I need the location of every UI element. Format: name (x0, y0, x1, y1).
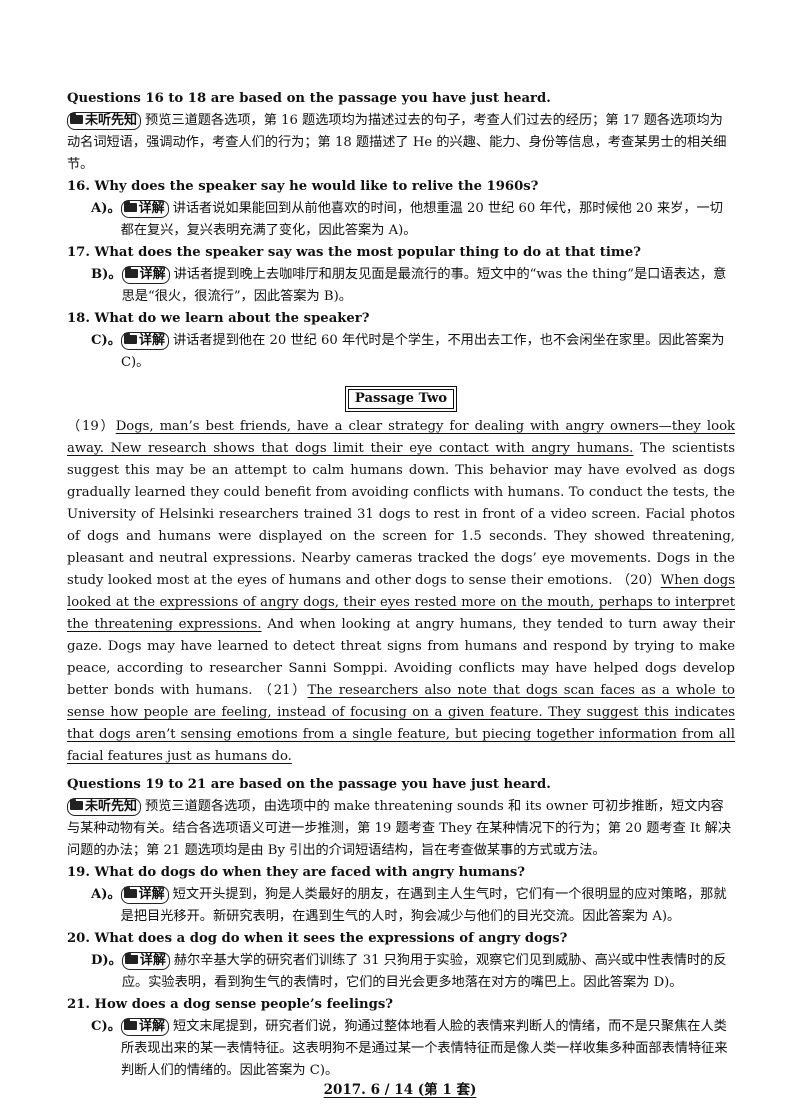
section-heading-19-21: Questions 19 to 21 are based on the pass… (67, 777, 551, 792)
document-page: Questions 16 to 18 are based on the pass… (67, 84, 735, 1082)
question-text: 17. What does the speaker say was the mo… (67, 245, 641, 260)
preview-paragraph-16-18: 未听先知预览三道题各选项，第 16 题选项均为描述过去的句子，考查人们过去的经历… (67, 112, 727, 172)
answer-letter: A)。 (91, 887, 121, 902)
preview-paragraph-19-21: 未听先知预览三道题各选项，由选项中的 make threatening soun… (67, 798, 732, 858)
answer-letter: C)。 (91, 1019, 121, 1034)
folder-icon (123, 1019, 137, 1030)
question-text: 21. How does a dog sense people’s feelin… (67, 997, 393, 1012)
folder-icon (123, 333, 137, 344)
folder-icon (124, 953, 138, 964)
passage-title: Passage Two (347, 389, 455, 409)
question-text: 19. What do dogs do when they are faced … (67, 865, 525, 880)
answer-explanation: C)。 详解短文末尾提到，研究者们说，狗通过整体地看人脸的表情来判断人的情绪，而… (67, 1016, 735, 1082)
explain-tag: 详解 (120, 200, 169, 218)
question-20: 20. What does a dog do when it sees the … (67, 928, 735, 994)
explain-tag: 详解 (120, 332, 169, 350)
footer-text: 2017. 6 / 14 (第 1 套) (323, 1082, 477, 1098)
underlined-sentence-21: The researchers also note that dogs scan… (67, 683, 735, 764)
explain-tag: 详解 (120, 1018, 169, 1036)
preview-tag: 未听先知 (67, 112, 142, 130)
answer-letter: C)。 (91, 333, 121, 348)
question-16: 16. Why does the speaker say he would li… (67, 176, 735, 242)
underlined-sentence-20: When dogs looked at the expressions of a… (67, 573, 735, 632)
folder-icon (123, 887, 137, 898)
explain-tag: 详解 (120, 886, 169, 904)
folder-icon (70, 113, 83, 124)
underlined-sentence-19: Dogs, man’s best friends, have a clear s… (67, 419, 736, 456)
section-heading-16-18: Questions 16 to 18 are based on the pass… (67, 91, 551, 106)
question-text: 18. What do we learn about the speaker? (67, 311, 370, 326)
answer-letter: B)。 (91, 267, 122, 282)
question-21: 21. How does a dog sense people’s feelin… (67, 994, 735, 1082)
answer-letter: D)。 (91, 953, 122, 968)
answer-explanation: A)。 详解讲话者说如果能回到从前他喜欢的时间，他想重温 20 世纪 60 年代… (67, 198, 735, 242)
folder-icon (70, 799, 83, 810)
question-17: 17. What does the speaker say was the mo… (67, 242, 735, 308)
folder-icon (123, 201, 137, 212)
question-19: 19. What do dogs do when they are faced … (67, 862, 735, 928)
page-footer: 2017. 6 / 14 (第 1 套) (0, 1078, 800, 1098)
answer-explanation: A)。 详解短文开头提到，狗是人类最好的朋友，在遇到主人生气时，它们有一个很明显… (67, 884, 735, 928)
question-text: 16. Why does the speaker say he would li… (67, 179, 539, 194)
explain-tag: 详解 (121, 952, 170, 970)
question-18: 18. What do we learn about the speaker? … (67, 308, 735, 374)
answer-explanation: D)。 详解赫尔辛基大学的研究者们训练了 31 只狗用于实验，观察它们见到威胁、… (67, 950, 735, 994)
answer-explanation: B)。 详解讲话者提到晚上去咖啡厅和朋友见面是最流行的事。短文中的“was th… (67, 264, 735, 308)
passage-title-row: Passage Two (67, 388, 735, 410)
answer-explanation: C)。 详解讲话者提到他在 20 世纪 60 年代时是个学生，不用出去工作，也不… (67, 330, 735, 374)
folder-icon (124, 267, 138, 278)
passage-text: （19）Dogs, man’s best friends, have a cle… (67, 419, 736, 764)
explain-tag: 详解 (121, 266, 170, 284)
question-text: 20. What does a dog do when it sees the … (67, 931, 568, 946)
preview-tag: 未听先知 (67, 798, 142, 816)
answer-letter: A)。 (91, 201, 121, 216)
